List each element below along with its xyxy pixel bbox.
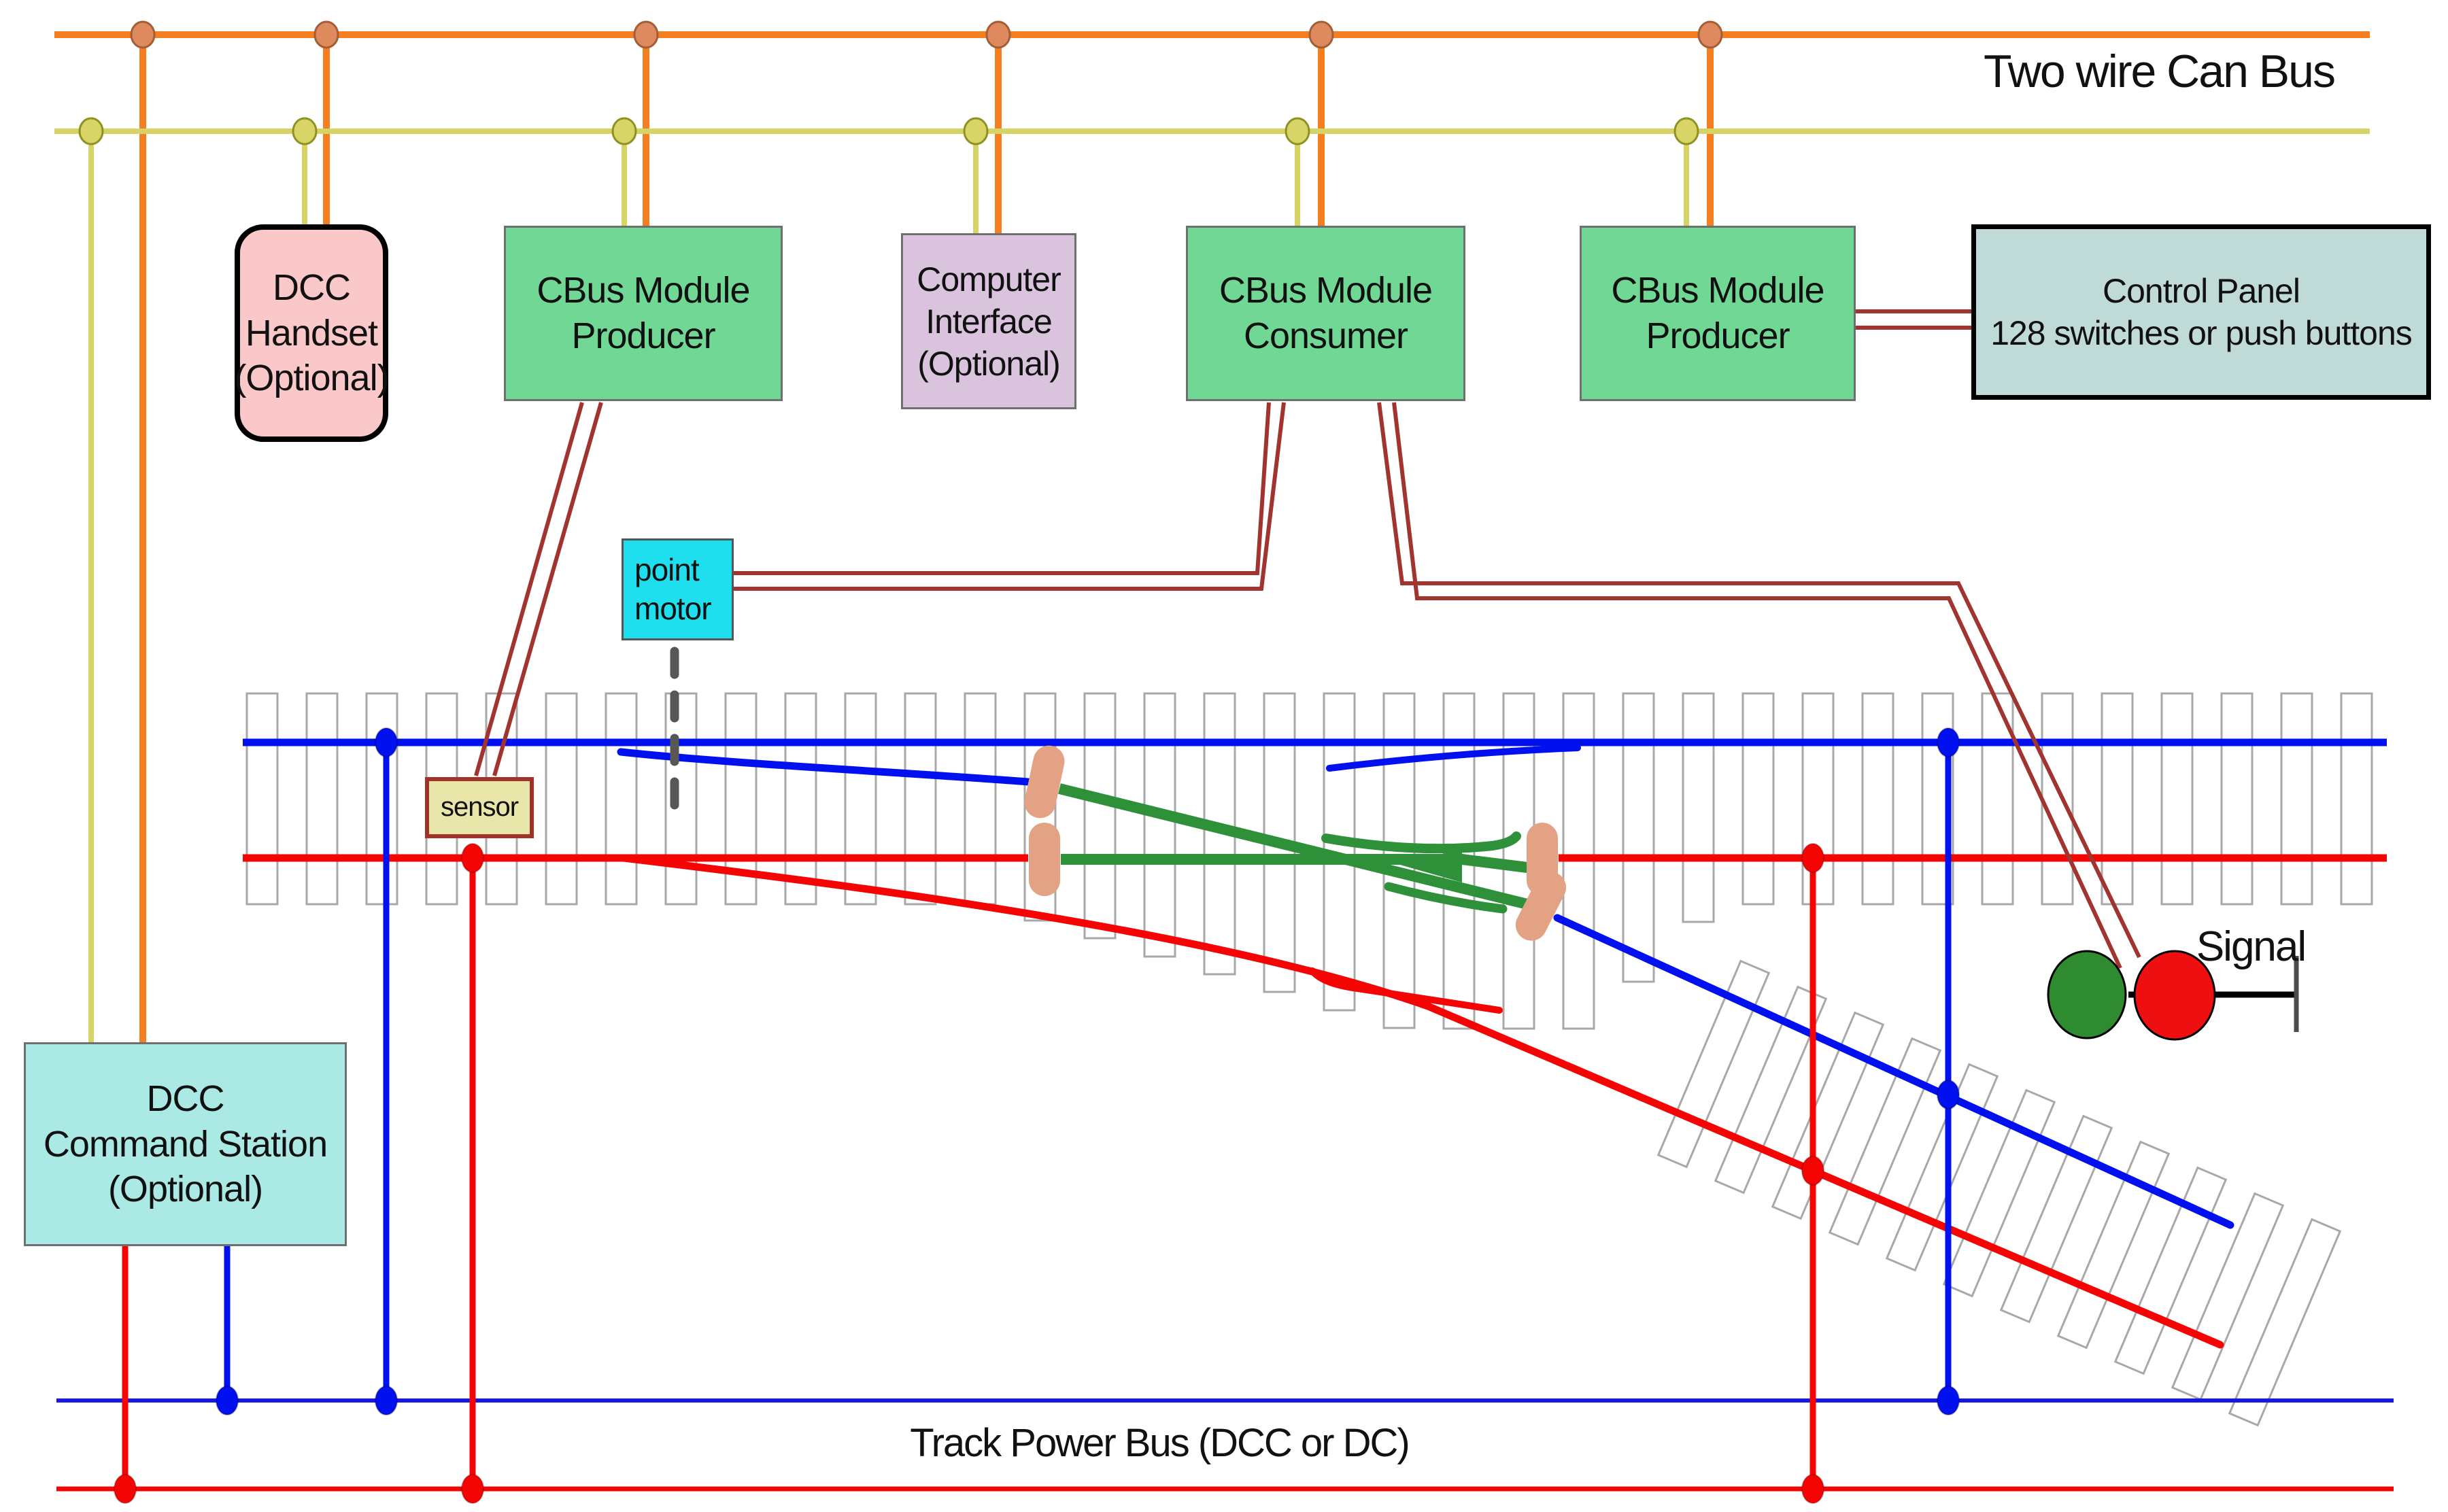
sensor-line1: sensor xyxy=(440,792,519,823)
blue-check-rail xyxy=(1326,744,1581,772)
sleeper xyxy=(1083,692,1117,940)
dcc-command-station-line2: Command Station xyxy=(43,1123,328,1165)
control-panel-line1: Control Panel xyxy=(2103,272,2300,310)
sleeper xyxy=(844,692,877,906)
sleeper xyxy=(2280,692,2313,906)
sleeper xyxy=(365,692,398,906)
sleeper xyxy=(1861,692,1894,906)
sleeper xyxy=(1622,692,1655,983)
blue-rail-diverging xyxy=(1553,914,2234,1229)
dcc-command-station-box: DCC Command Station (Optional) xyxy=(24,1042,347,1246)
point-motor-box: point motor xyxy=(622,538,734,640)
sleeper xyxy=(964,692,997,906)
point-motor-line2: motor xyxy=(634,591,712,626)
computer-interface-line3: (Optional) xyxy=(917,344,1061,383)
power-bus-label: Track Power Bus (DCC or DC) xyxy=(910,1421,1410,1465)
sleeper xyxy=(605,692,638,906)
module-wiring xyxy=(474,309,2141,969)
sleeper xyxy=(2228,1218,2342,1427)
dcc-command-station-line3: (Optional) xyxy=(107,1169,263,1210)
signal-label: Signal xyxy=(2196,923,2307,970)
can-bus-orange-wire xyxy=(54,31,2370,1042)
power-junction-dots xyxy=(114,727,1960,1504)
can-bus-junction-dots xyxy=(78,20,1723,145)
signal-green-lamp xyxy=(2047,950,2127,1040)
cbus-producer-2-line1: CBus Module xyxy=(1611,270,1824,311)
dcc-handset-line1: DCC xyxy=(273,267,351,308)
insulated-joints xyxy=(1024,745,1567,941)
green-wing-rail-lower xyxy=(1384,882,1508,914)
red-rail-diverging xyxy=(619,854,2224,1349)
sleeper xyxy=(904,692,937,906)
sleeper xyxy=(2220,692,2254,906)
cbus-consumer-line2: Consumer xyxy=(1243,315,1408,356)
sleeper xyxy=(1801,692,1835,906)
track-rails xyxy=(243,738,2387,1349)
cbus-producer-1-box: CBus Module Producer xyxy=(504,226,783,401)
sleeper xyxy=(305,692,339,906)
sleeper xyxy=(2041,692,2074,906)
sleeper xyxy=(1741,692,1775,906)
track-sleepers-straight xyxy=(245,692,2373,1030)
cbus-producer-2-box: CBus Module Producer xyxy=(1580,226,1856,401)
sleeper xyxy=(2171,1192,2285,1401)
sleeper xyxy=(1942,1088,2056,1298)
sleeper xyxy=(2113,1166,2228,1375)
sleeper xyxy=(1885,1063,1999,1272)
computer-interface-line2: Interface xyxy=(925,302,1053,341)
cbus-producer-2-line2: Producer xyxy=(1646,315,1790,356)
producer1-to-sensor-wire xyxy=(474,402,584,776)
signal-red-lamp xyxy=(2133,950,2216,1041)
sleeper xyxy=(2101,692,2134,906)
signal-head xyxy=(2047,950,2299,1041)
control-panel-box: Control Panel 128 switches or push butto… xyxy=(1971,224,2431,400)
sleeper xyxy=(2340,692,2373,906)
green-frog-vee xyxy=(1395,850,1462,882)
sleeper xyxy=(1682,692,1715,923)
sleeper xyxy=(1999,1114,2113,1324)
track-sleepers-diverging xyxy=(1656,959,2342,1427)
dcc-command-station-line1: DCC xyxy=(146,1078,225,1119)
track-power-bus xyxy=(56,742,2394,1492)
computer-interface-line1: Computer xyxy=(917,260,1061,298)
computer-interface-box: Computer Interface (Optional) xyxy=(901,233,1076,409)
green-wing-rail-upper xyxy=(1321,831,1521,854)
sleeper xyxy=(2160,692,2194,906)
sensor-box: sensor xyxy=(425,777,534,838)
point-motor-line1: point xyxy=(634,551,700,587)
sleeper xyxy=(2056,1140,2171,1350)
dcc-handset-line2: Handset xyxy=(245,312,378,354)
dcc-handset-box: DCC Handset (Optional) xyxy=(234,224,390,442)
cbus-consumer-line1: CBus Module xyxy=(1219,270,1433,311)
sleeper xyxy=(1143,692,1176,958)
cbus-producer-1-line2: Producer xyxy=(571,315,715,356)
can-bus-label: Two wire Can Bus xyxy=(1984,46,2336,97)
cbus-producer-1-line1: CBus Module xyxy=(537,270,750,311)
sleeper xyxy=(245,692,279,906)
consumer-to-signal-wire xyxy=(1377,402,2141,959)
red-check-rail xyxy=(1309,967,1503,1014)
control-panel-line2: 128 switches or push buttons xyxy=(1990,314,2413,352)
can-bus-yellow-wire xyxy=(54,128,2370,1042)
sleeper xyxy=(784,692,817,906)
sleeper xyxy=(545,692,578,906)
green-closure-diagonal xyxy=(1058,783,1529,910)
dcc-handset-line3: (Optional) xyxy=(234,358,389,399)
cbus-consumer-box: CBus Module Consumer xyxy=(1186,226,1465,401)
consumer-to-point-motor-wire xyxy=(734,402,1271,575)
